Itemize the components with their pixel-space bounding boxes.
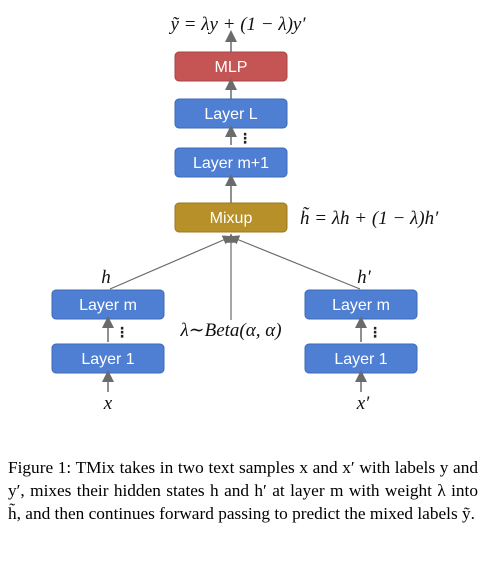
arrow-left-mixup <box>109 235 233 290</box>
left-layer-m-label: Layer m <box>79 297 137 314</box>
lambda-distribution: λ∼Beta(α, α) <box>179 320 281 341</box>
right-layer-m-label: Layer m <box>332 297 390 314</box>
right-layer-1-box: Layer 1 <box>304 343 418 374</box>
left-layer-m-box: Layer m <box>51 289 165 320</box>
left-layer-1-label: Layer 1 <box>81 351 134 368</box>
output-formula: ỹ = λy + (1 − λ)y′ <box>168 14 306 35</box>
figure-caption: Figure 1: TMix takes in two text samples… <box>8 456 478 525</box>
arrow-right-mixup <box>229 235 361 290</box>
left-layer-1-box: Layer 1 <box>51 343 165 374</box>
mlp-label: MLP <box>215 59 248 76</box>
left-hidden-h: h <box>101 267 111 288</box>
ellipsis-dots-center: ⋮ <box>238 131 252 147</box>
right-hidden-h: h′ <box>357 267 372 288</box>
tmix-diagram: ỹ = λy + (1 − λ)y′ MLP Layer L ⋮ Layer m… <box>51 14 439 414</box>
ellipsis-dots-right: ⋮ <box>368 325 382 341</box>
left-input-x: x <box>103 393 113 414</box>
right-layer-m-box: Layer m <box>304 289 418 320</box>
layer-L-box: Layer L <box>174 98 288 129</box>
mixup-formula: h̃ = λh + (1 − λ)h′ <box>300 207 439 229</box>
right-layer-1-label: Layer 1 <box>334 351 387 368</box>
right-input-x: x′ <box>356 393 370 414</box>
figure-caption-text: Figure 1: TMix takes in two text samples… <box>8 458 478 523</box>
mixup-label: Mixup <box>210 210 253 227</box>
layer-m1-box: Layer m+1 <box>174 147 288 178</box>
layer-m1-label: Layer m+1 <box>193 155 269 172</box>
mixup-box: Mixup <box>174 202 288 233</box>
ellipsis-dots-left: ⋮ <box>115 325 129 341</box>
layer-L-label: Layer L <box>204 106 257 123</box>
mlp-box: MLP <box>174 51 288 82</box>
